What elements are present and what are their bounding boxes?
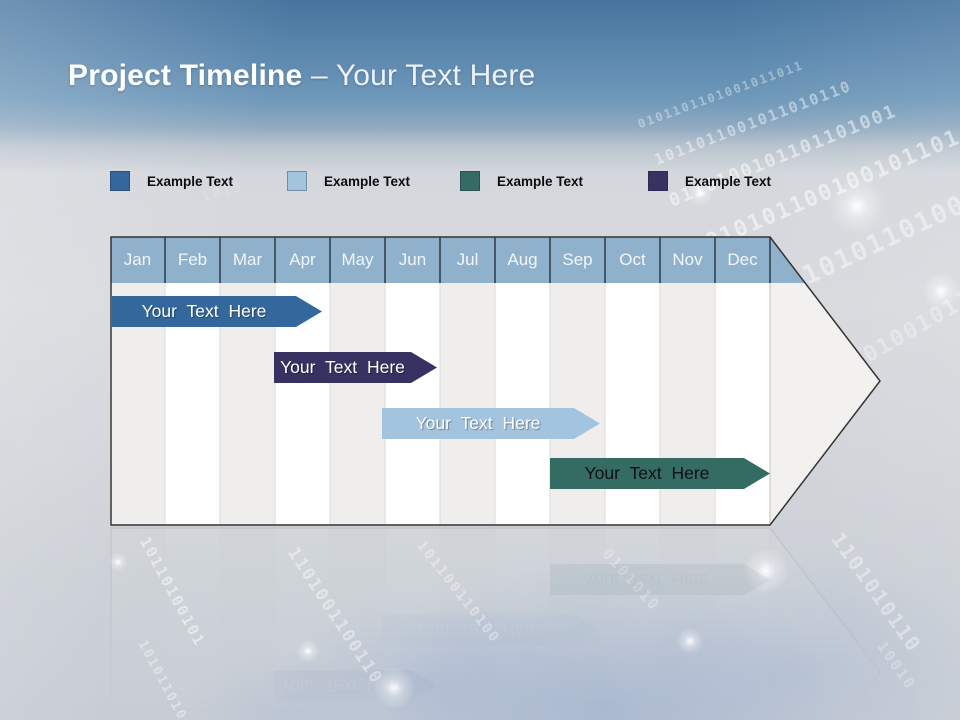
timeline-bar-4: Your Text Here <box>550 458 770 489</box>
timeline-bar-label: Your Text Here <box>415 413 541 433</box>
month-header-mar: Mar <box>232 250 263 269</box>
timeline-bar-label: Your Text Here <box>280 357 405 377</box>
timeline-arrow-svg <box>110 527 881 720</box>
timeline-bar-1: Your Text Here <box>112 296 322 327</box>
binary-digits-decoration: 10110100101 <box>136 534 209 650</box>
timeline-shape: Jan Feb Mar Apr May Jun Jul Aug Sep Oct Nov Dec You… <box>110 236 882 526</box>
legend-swatch-icon <box>460 171 480 191</box>
month-header-oct: Oct <box>619 250 646 269</box>
binary-digits-decoration: 0101101101001011011 <box>636 58 806 132</box>
timeline-bar-3: Your Text Here <box>382 408 600 439</box>
month-header-aug: Aug <box>507 250 538 269</box>
sparkle-glow <box>108 552 128 572</box>
binary-digits-decoration: 101011010 <box>134 638 190 720</box>
binary-digits-decoration: 0101010 <box>598 545 664 615</box>
month-header-nov: Nov <box>672 250 703 269</box>
sparkle-glow <box>296 639 320 663</box>
month-header-sep: Sep <box>562 250 593 269</box>
legend-label: Example Text <box>147 173 234 189</box>
month-header-feb: Feb <box>177 250 208 269</box>
month-header-jun: Jun <box>398 250 427 269</box>
legend-swatch-icon <box>287 171 307 191</box>
sparkle-glow <box>676 627 704 655</box>
binary-digits-decoration: 10010 <box>873 638 920 694</box>
binary-digits-decoration: 1011011001011010110 <box>652 76 855 169</box>
timeline-bar-label: Your Text Here <box>584 463 710 483</box>
sparkle-glow <box>372 666 416 710</box>
page-title: Project Timeline – Your Text Here <box>68 58 535 94</box>
timeline-bar-label: Your Text Here <box>141 301 267 321</box>
month-header-row: Jan Feb Mar Apr May Jun Jul Aug Sep Oct Nov Dec <box>110 236 770 283</box>
sparkle-glow <box>921 271 960 311</box>
legend-swatch-icon <box>648 171 668 191</box>
legend-item-4: Example Text <box>648 170 771 192</box>
month-header-may: May <box>341 250 374 269</box>
legend-label: Example Text <box>324 173 411 189</box>
timeline-bar-label: Your Text Here <box>415 620 541 640</box>
month-header-apr: Apr <box>289 250 316 269</box>
timeline-bar-label: Your Text Here <box>280 676 405 696</box>
binary-digits-decoration: 101100110100 <box>413 538 504 647</box>
legend-swatch-icon <box>110 171 130 191</box>
legend-item-3: Example Text <box>460 170 583 192</box>
timeline-bar-4: Your Text Here <box>550 564 770 595</box>
title-light: – Your Text Here <box>310 59 536 92</box>
timeline-bar-3: Your Text Here <box>382 614 600 645</box>
month-header-dec: Dec <box>727 250 758 269</box>
legend-label: Example Text <box>497 173 584 189</box>
sparkle-glow <box>827 176 887 236</box>
timeline-bar-2: Your Text Here <box>274 352 437 383</box>
legend-label: Example Text <box>685 173 772 189</box>
timeline-bar-2: Your Text Here <box>274 670 437 701</box>
legend-item-1: Example Text <box>110 170 233 192</box>
binary-digits-decoration: 1101001100110 <box>283 544 387 689</box>
binary-digits-decoration: 0110100101101101001 <box>666 100 901 212</box>
month-header-jan: Jan <box>123 250 152 269</box>
timeline-bar-label: Your Text Here <box>584 570 710 590</box>
sparkle-glow <box>742 547 790 595</box>
legend-item-2: Example Text <box>287 170 410 192</box>
title-bold: Project Timeline <box>68 59 303 92</box>
binary-digits-decoration: 1101010110 <box>826 528 927 657</box>
month-header-jul: Jul <box>456 250 479 269</box>
